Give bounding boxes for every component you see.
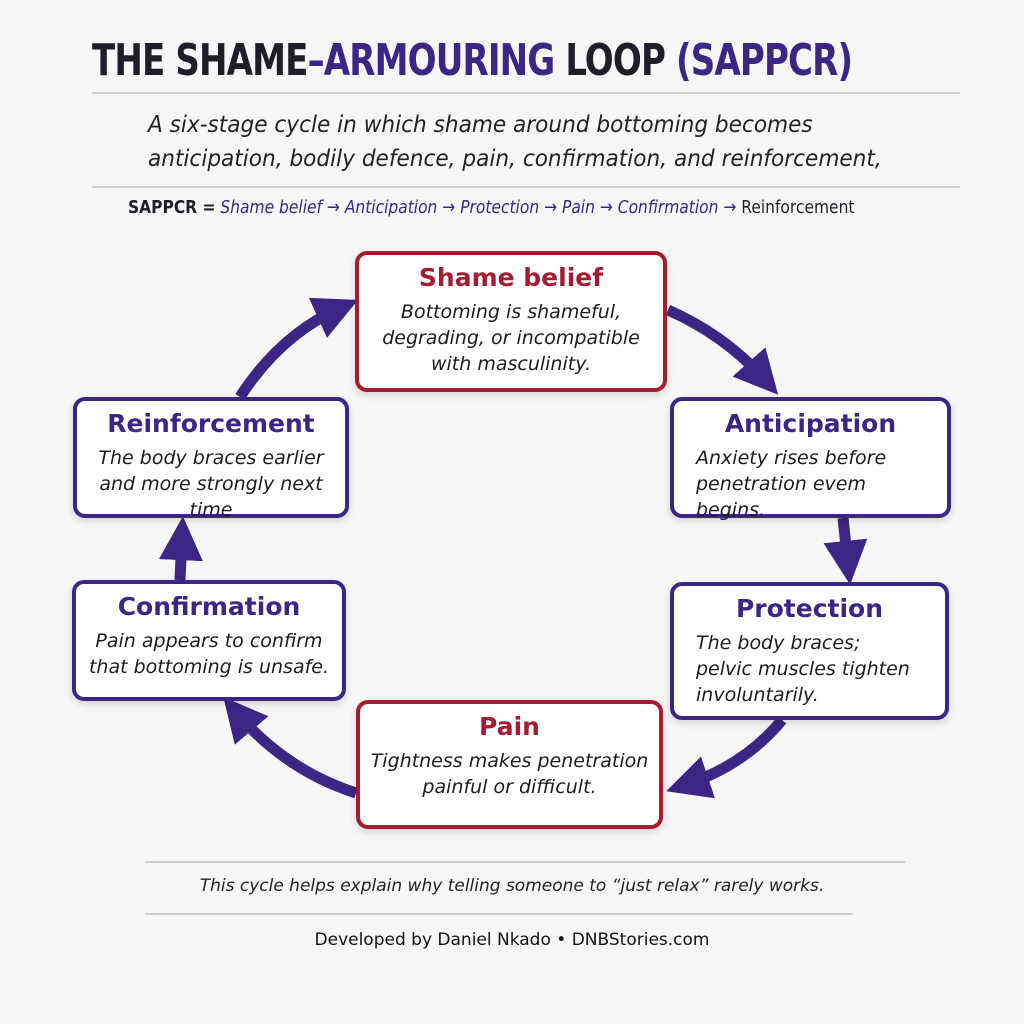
credit-line: Developed by Daniel Nkado • DNBStories.c…	[314, 930, 710, 950]
stage-description: Anxiety rises before penetration evem be…	[674, 445, 947, 523]
footer-note: This cycle helps explain why telling som…	[199, 876, 825, 896]
stage-title: Anticipation	[724, 409, 897, 438]
stage-confirmation: Confirmation Pain appears to confirm tha…	[72, 580, 346, 701]
page-title: THE SHAME–ARMOURING LOOP (SAPPCR)	[92, 34, 853, 88]
stage-text-line: The body braces earlier	[98, 447, 324, 469]
acronym-step: Anticipation	[344, 197, 438, 218]
stage-title: Pain	[479, 712, 540, 741]
acronym-step: Pain	[561, 197, 595, 218]
title-part-acronym: (SAPPCR)	[665, 35, 853, 86]
subtitle: A six-stage cycle in which shame around …	[148, 108, 882, 176]
stage-text-line: that bottoming is unsafe.	[88, 656, 330, 678]
arrow-right-icon: →	[326, 197, 340, 218]
stage-title: Confirmation	[117, 592, 301, 621]
title-part-shame: THE SHAME	[92, 35, 308, 86]
stage-text-line: degrading, or incompatible	[382, 327, 640, 349]
footer-divider-bottom	[145, 913, 853, 915]
stage-shame-belief: Shame belief Bottoming is shameful, degr…	[355, 251, 667, 392]
arrow-confirmation-to-reinforcement-icon	[158, 516, 203, 581]
stage-text-line: involuntarily.	[696, 684, 819, 706]
subtitle-line-1: A six-stage cycle in which shame around …	[148, 112, 813, 138]
stage-reinforcement: Reinforcement The body braces earlier an…	[73, 397, 349, 521]
acronym-key: SAPPCR =	[128, 197, 216, 218]
stage-text-line: penetration evem begins.	[696, 473, 866, 521]
stage-text-line: Pain appears to confirm	[95, 630, 323, 652]
stage-text-line: Anxiety rises before	[696, 447, 887, 469]
arrow-right-icon: →	[544, 197, 558, 218]
stage-text-line: and more strongly next time	[99, 473, 323, 521]
stage-description: The body braces earlier and more strongl…	[77, 445, 345, 523]
arrow-shame-to-anticipation-icon	[665, 304, 779, 395]
stage-protection: Protection The body braces; pelvic muscl…	[670, 582, 949, 720]
acronym-step: Protection	[460, 197, 540, 218]
acronym-legend: SAPPCR = Shame belief → Anticipation → P…	[128, 196, 854, 220]
acronym-step: Shame belief	[220, 197, 322, 218]
stage-title: Protection	[735, 594, 884, 623]
stage-title: Reinforcement	[107, 409, 315, 438]
title-part-loop: LOOP	[554, 35, 666, 86]
stage-description: Bottoming is shameful, degrading, or inc…	[359, 299, 663, 377]
footer-divider-top	[145, 861, 905, 863]
arrow-right-icon: →	[723, 197, 737, 218]
arrow-anticipation-to-protection-icon	[823, 517, 868, 585]
subtitle-divider	[92, 186, 960, 188]
stage-anticipation: Anticipation Anxiety rises before penetr…	[670, 397, 951, 521]
arrow-right-icon: →	[442, 197, 456, 218]
arrow-protection-to-pain-icon	[666, 716, 787, 799]
acronym-step: Reinforcement	[741, 197, 855, 218]
stage-text-line: painful or difficult.	[422, 776, 597, 798]
stage-text-line: pelvic muscles tighten	[696, 658, 910, 680]
stage-pain: Pain Tightness makes penetration painful…	[356, 700, 663, 829]
title-part-armouring: –ARMOURING	[307, 35, 556, 86]
stage-text-line: The body braces;	[696, 632, 861, 654]
stage-description: Tightness makes penetration painful or d…	[360, 748, 659, 800]
stage-title: Shame belief	[418, 263, 604, 292]
stage-description: The body braces; pelvic muscles tighten …	[674, 630, 945, 708]
acronym-step: Confirmation	[617, 197, 719, 218]
title-divider	[92, 92, 960, 94]
subtitle-line-2: anticipation, bodily defence, pain, conf…	[148, 146, 882, 172]
stage-description: Pain appears to confirm that bottoming i…	[76, 628, 342, 680]
arrow-right-icon: →	[599, 197, 613, 218]
arrow-reinforcement-to-shame-icon	[235, 297, 359, 400]
stage-text-line: with masculinity.	[430, 353, 592, 375]
stage-text-line: Bottoming is shameful,	[400, 301, 622, 323]
stage-text-line: Tightness makes penetration	[370, 750, 649, 772]
arrow-pain-to-confirmation-icon	[223, 696, 358, 799]
